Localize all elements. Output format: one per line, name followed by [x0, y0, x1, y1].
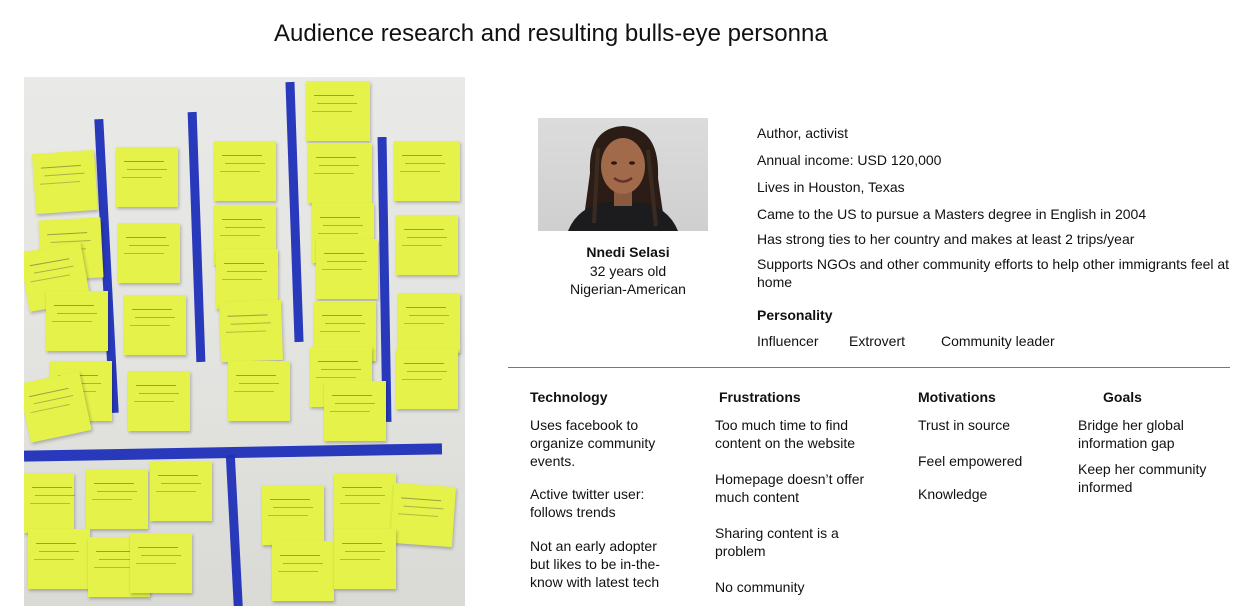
sticky-note	[334, 529, 396, 589]
technology-item: Uses facebook to organize community even…	[530, 417, 656, 469]
goal-item: Bridge her global information gap	[1078, 417, 1184, 451]
technology-item: Not an early adopter but likes to be in-…	[530, 538, 660, 590]
fact-community: Supports NGOs and other community effort…	[757, 256, 1230, 290]
sticky-note	[396, 215, 458, 275]
motivation-item: Knowledge	[918, 486, 988, 502]
sticky-note	[31, 149, 99, 215]
sticky-note-wall-photo	[24, 77, 465, 606]
sticky-note	[24, 473, 74, 533]
motivation-item: Feel empowered	[918, 453, 1023, 469]
persona-name: Nnedi Selasi	[586, 244, 670, 260]
goals-heading: Goals	[1103, 389, 1142, 405]
sticky-note	[389, 482, 457, 548]
fact-location: Lives in Houston, Texas	[757, 179, 905, 195]
persona-origin: Nigerian-American	[570, 281, 686, 297]
page-title: Audience research and resulting bulls-ey…	[274, 20, 828, 47]
frustration-item: No community	[715, 579, 805, 595]
technology-item: Active twitter user: follows trends	[530, 486, 645, 520]
sticky-note	[228, 361, 290, 421]
tape-strip	[377, 136, 392, 423]
personality-heading: Personality	[757, 307, 833, 323]
sticky-note	[46, 291, 108, 351]
sticky-note	[334, 473, 396, 533]
sticky-note	[124, 295, 186, 355]
sticky-note	[118, 223, 180, 283]
sticky-note	[262, 485, 324, 545]
frustrations-heading: Frustrations	[719, 389, 801, 405]
persona-age: 32 years old	[589, 263, 667, 279]
sticky-note	[214, 141, 276, 201]
sticky-note	[398, 293, 460, 353]
sticky-note	[306, 81, 370, 141]
sticky-note	[324, 381, 386, 441]
section-divider	[508, 367, 1230, 368]
trait-community-leader: Community leader	[941, 333, 1055, 349]
fact-occupation: Author, activist	[757, 125, 849, 141]
motivations-heading: Motivations	[918, 389, 996, 405]
sticky-note	[316, 239, 378, 299]
persona-portrait	[538, 118, 708, 231]
sticky-note	[28, 529, 90, 589]
sticky-note	[116, 147, 178, 207]
motivation-item: Trust in source	[918, 417, 1011, 433]
sticky-note	[150, 461, 212, 521]
person-illustration	[568, 126, 678, 231]
fact-income: Annual income: USD 120,000	[757, 152, 942, 168]
goal-item: Keep her community informed	[1078, 461, 1207, 495]
sticky-note	[272, 541, 334, 601]
sticky-note	[24, 371, 92, 443]
sticky-note	[396, 349, 458, 409]
fact-education: Came to the US to pursue a Masters degre…	[757, 206, 1147, 222]
frustration-item: Homepage doesn’t offer much content	[715, 471, 865, 505]
sticky-note	[216, 249, 278, 309]
trait-influencer: Influencer	[757, 333, 819, 349]
frustration-item: Too much time to find content on the web…	[715, 417, 856, 451]
trait-extrovert: Extrovert	[849, 333, 906, 349]
frustration-item: Sharing content is a problem	[715, 525, 839, 559]
tape-strip	[285, 81, 304, 343]
tape-strip	[187, 111, 206, 363]
sticky-note	[308, 143, 372, 203]
sticky-note	[394, 141, 460, 201]
sticky-note	[130, 533, 192, 593]
fact-ties: Has strong ties to her country and makes…	[757, 231, 1135, 247]
sticky-note	[128, 371, 190, 431]
tape-strip	[225, 454, 244, 606]
sticky-note	[218, 299, 284, 363]
technology-heading: Technology	[530, 389, 608, 405]
sticky-note	[86, 469, 148, 529]
